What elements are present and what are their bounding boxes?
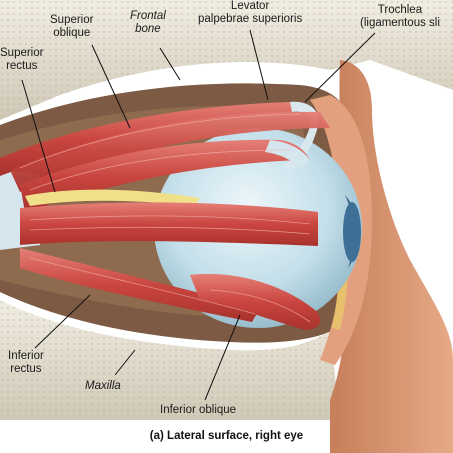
- leader-inferior-oblique: [204, 314, 241, 401]
- label-superior-oblique: Superior oblique: [50, 14, 94, 39]
- leader-frontal-bone: [159, 47, 181, 81]
- lateral-rectus-muscle: [20, 202, 318, 246]
- leader-levator: [249, 29, 269, 101]
- frontal-bone-texture: [0, 0, 453, 120]
- label-maxilla: Maxilla: [85, 380, 121, 392]
- superior-rectus-tendon: [265, 140, 310, 168]
- label-superior-rectus: Superior rectus: [0, 47, 44, 72]
- label-inferior-oblique: Inferior oblique: [160, 404, 237, 416]
- inferior-oblique-muscle: [190, 273, 321, 330]
- figure-caption: (a) Lateral surface, right eye: [149, 430, 304, 442]
- label-frontal-bone: Frontal bone: [130, 10, 166, 35]
- iris: [343, 202, 361, 262]
- label-trochlea: Trochlea (ligamentous sli: [360, 4, 440, 29]
- label-inferior-rectus: Inferior rectus: [8, 350, 44, 375]
- superior-oblique-muscle: [0, 102, 293, 176]
- levator-muscle: [10, 111, 330, 192]
- muscle-fibres: [19, 113, 311, 323]
- leader-inferior-rectus: [34, 294, 91, 349]
- maxilla-bone-texture: [0, 300, 340, 420]
- leader-lines: [21, 29, 376, 401]
- superior-rectus-muscle: [20, 139, 310, 212]
- eyelid-tissue: [310, 95, 372, 365]
- label-levator: Levator palpebrae superioris: [198, 0, 303, 25]
- orbital-fat-strip: [25, 189, 200, 206]
- leader-superior-oblique: [91, 44, 131, 129]
- leader-maxilla: [114, 349, 136, 376]
- leader-trochlea: [304, 32, 376, 103]
- leader-superior-rectus: [21, 79, 56, 193]
